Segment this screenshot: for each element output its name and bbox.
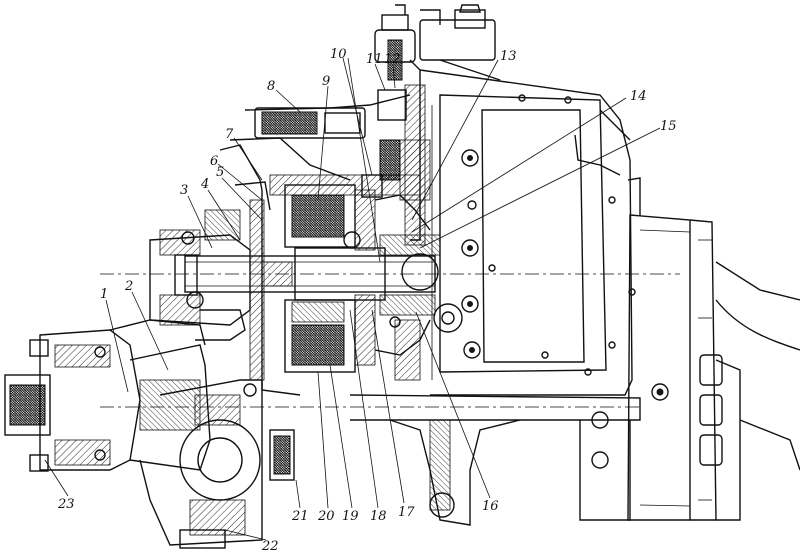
callout-14: 14 bbox=[630, 89, 647, 104]
control-valve-block bbox=[361, 4, 501, 246]
engine-block bbox=[627, 177, 800, 521]
callout-16: 16 bbox=[482, 499, 499, 514]
callout-18: 18 bbox=[370, 509, 387, 524]
callout-15: 15 bbox=[660, 119, 677, 134]
callout-9: 9 bbox=[322, 74, 330, 89]
callout-21: 21 bbox=[291, 509, 309, 524]
callout-17: 17 bbox=[398, 505, 415, 520]
callout-3: 3 bbox=[180, 183, 188, 198]
callout-4: 4 bbox=[200, 177, 209, 192]
main-shaft bbox=[100, 247, 680, 408]
clutch-packs bbox=[284, 139, 463, 381]
callout-22: 22 bbox=[261, 539, 279, 554]
callout-5: 5 bbox=[216, 165, 224, 180]
callout-19: 19 bbox=[342, 509, 359, 524]
leader-lines bbox=[44, 57, 661, 541]
callout-23: 23 bbox=[57, 497, 75, 512]
callout-1: 1 bbox=[100, 287, 108, 302]
callout-2: 2 bbox=[124, 279, 133, 294]
callout-7: 7 bbox=[225, 127, 234, 142]
callout-11: 11 bbox=[366, 52, 383, 67]
gearbox-housing bbox=[349, 69, 641, 526]
callout-20: 20 bbox=[317, 509, 335, 524]
callout-10: 10 bbox=[330, 47, 347, 62]
output-flange bbox=[4, 319, 211, 472]
callout-8: 8 bbox=[267, 79, 275, 94]
transfer-case bbox=[139, 379, 295, 549]
callout-13: 13 bbox=[500, 49, 517, 64]
input-bearing-housing bbox=[149, 209, 251, 341]
callout-6: 6 bbox=[210, 154, 218, 169]
callout-labels: 1 2 3 4 5 6 7 8 9 10 11 12 13 14 15 16 1… bbox=[57, 47, 677, 554]
callout-12: 12 bbox=[384, 52, 401, 67]
